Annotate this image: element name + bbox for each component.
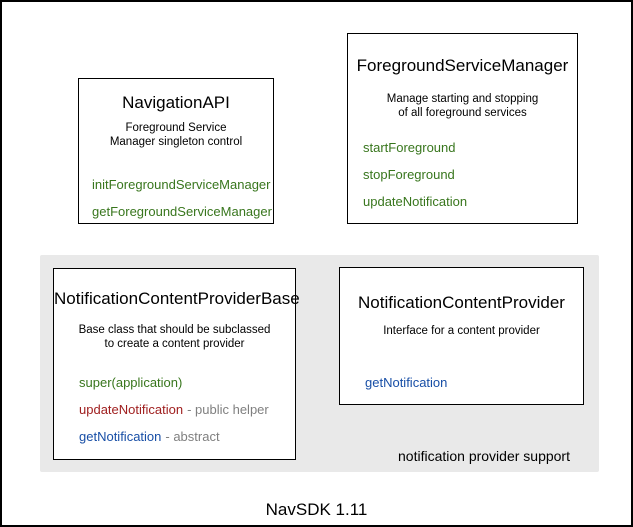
class-description-line: to create a content provider [104,338,245,350]
method-annotation: - abstract [165,429,220,444]
method-line: getNotification- abstract [79,429,295,444]
class-box-navigation-api: NavigationAPI Foreground Service Manager… [78,78,274,224]
class-description: Manage starting and stopping of all fore… [348,92,577,120]
method-list: startForeground stopForeground updateNot… [348,140,577,209]
method-line: updateNotification [363,194,577,209]
class-box-notification-content-provider: NotificationContentProvider Interface fo… [339,267,584,405]
class-description-line: Manager singleton control [109,136,243,148]
method-line: super(application) [79,375,295,390]
class-description: Interface for a content provider [340,324,583,338]
method-name: getForegroundServiceManager [92,204,272,219]
method-line: getNotification [365,375,583,390]
method-line: initForegroundServiceManager [92,177,273,192]
notification-support-panel-label: notification provider support [398,448,570,464]
class-description-line: Base class that should be subclassed [78,324,271,336]
class-title: NotificationContentProviderBase [54,289,300,308]
method-name: startForeground [363,140,456,155]
class-title: NotificationContentProvider [358,293,565,312]
class-description-line: Interface for a content provider [383,325,540,337]
method-name: getNotification [365,375,448,390]
class-description-line: Foreground Service [125,122,227,134]
method-line: startForeground [363,140,577,155]
method-line: stopForeground [363,167,577,182]
method-name: updateNotification [79,402,184,417]
class-description-line: Manage starting and stopping [386,93,539,105]
method-name: updateNotification [363,194,468,209]
diagram-caption: NavSDK 1.11 [265,500,368,519]
method-name: super(application) [79,375,183,390]
method-name: stopForeground [363,167,455,182]
method-list: super(application) updateNotification- p… [54,375,295,444]
method-name: initForegroundServiceManager [92,177,271,192]
class-title: ForegroundServiceManager [356,56,569,75]
method-annotation: - public helper [187,402,269,417]
class-description: Foreground Service Manager singleton con… [79,121,273,149]
class-box-notification-content-provider-base: NotificationContentProviderBase Base cla… [53,268,300,460]
class-description: Base class that should be subclassed to … [54,323,295,351]
class-box-foreground-service-manager: ForegroundServiceManager Manage starting… [347,33,578,224]
method-line: updateNotification- public helper [79,402,295,417]
class-description-line: of all foreground services [398,107,527,119]
method-line: getForegroundServiceManager [92,204,273,219]
method-name: getNotification [79,429,162,444]
method-list: getNotification [340,375,583,390]
class-title: NavigationAPI [122,93,230,112]
method-list: initForegroundServiceManager getForegrou… [79,177,273,219]
